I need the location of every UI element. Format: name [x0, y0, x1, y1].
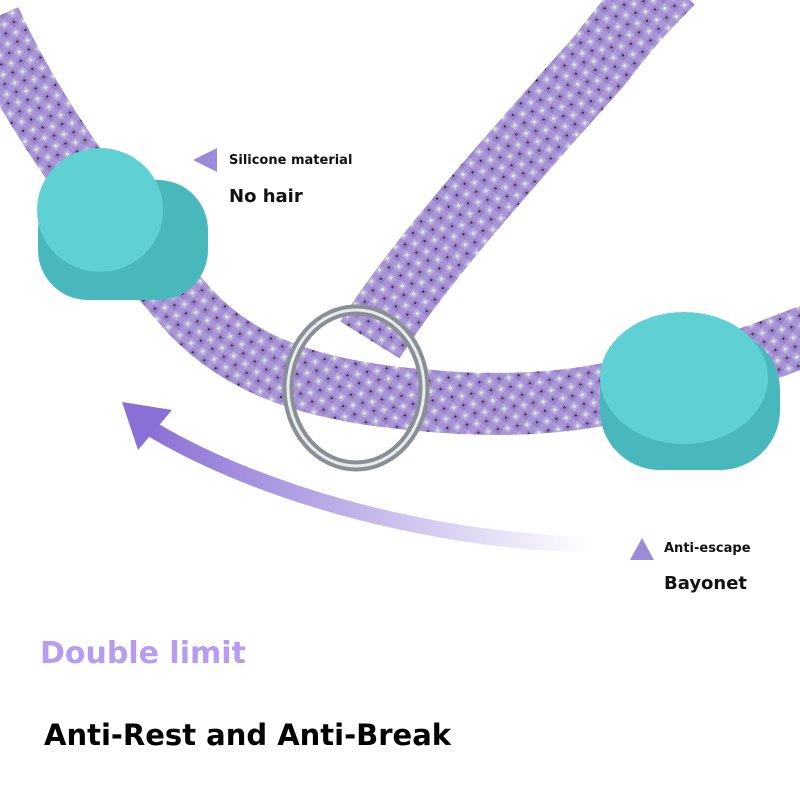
rope-up — [340, 0, 695, 359]
headline: Double limit — [40, 636, 246, 671]
triangle-marker-icon — [193, 148, 217, 172]
triangle-marker-icon — [630, 538, 654, 560]
stopper-right — [600, 312, 780, 470]
callout-escape-title: Anti-escape — [664, 541, 751, 556]
callout-silicone-value: No hair — [229, 186, 303, 207]
callout-escape-value: Bayonet — [664, 573, 748, 594]
callout-silicone-title: Silicone material — [229, 153, 353, 168]
curved-arrow — [140, 418, 591, 553]
stopper-left — [37, 148, 208, 300]
arrow-head — [122, 402, 172, 450]
subheadline: Anti-Rest and Anti-Break — [44, 718, 452, 752]
